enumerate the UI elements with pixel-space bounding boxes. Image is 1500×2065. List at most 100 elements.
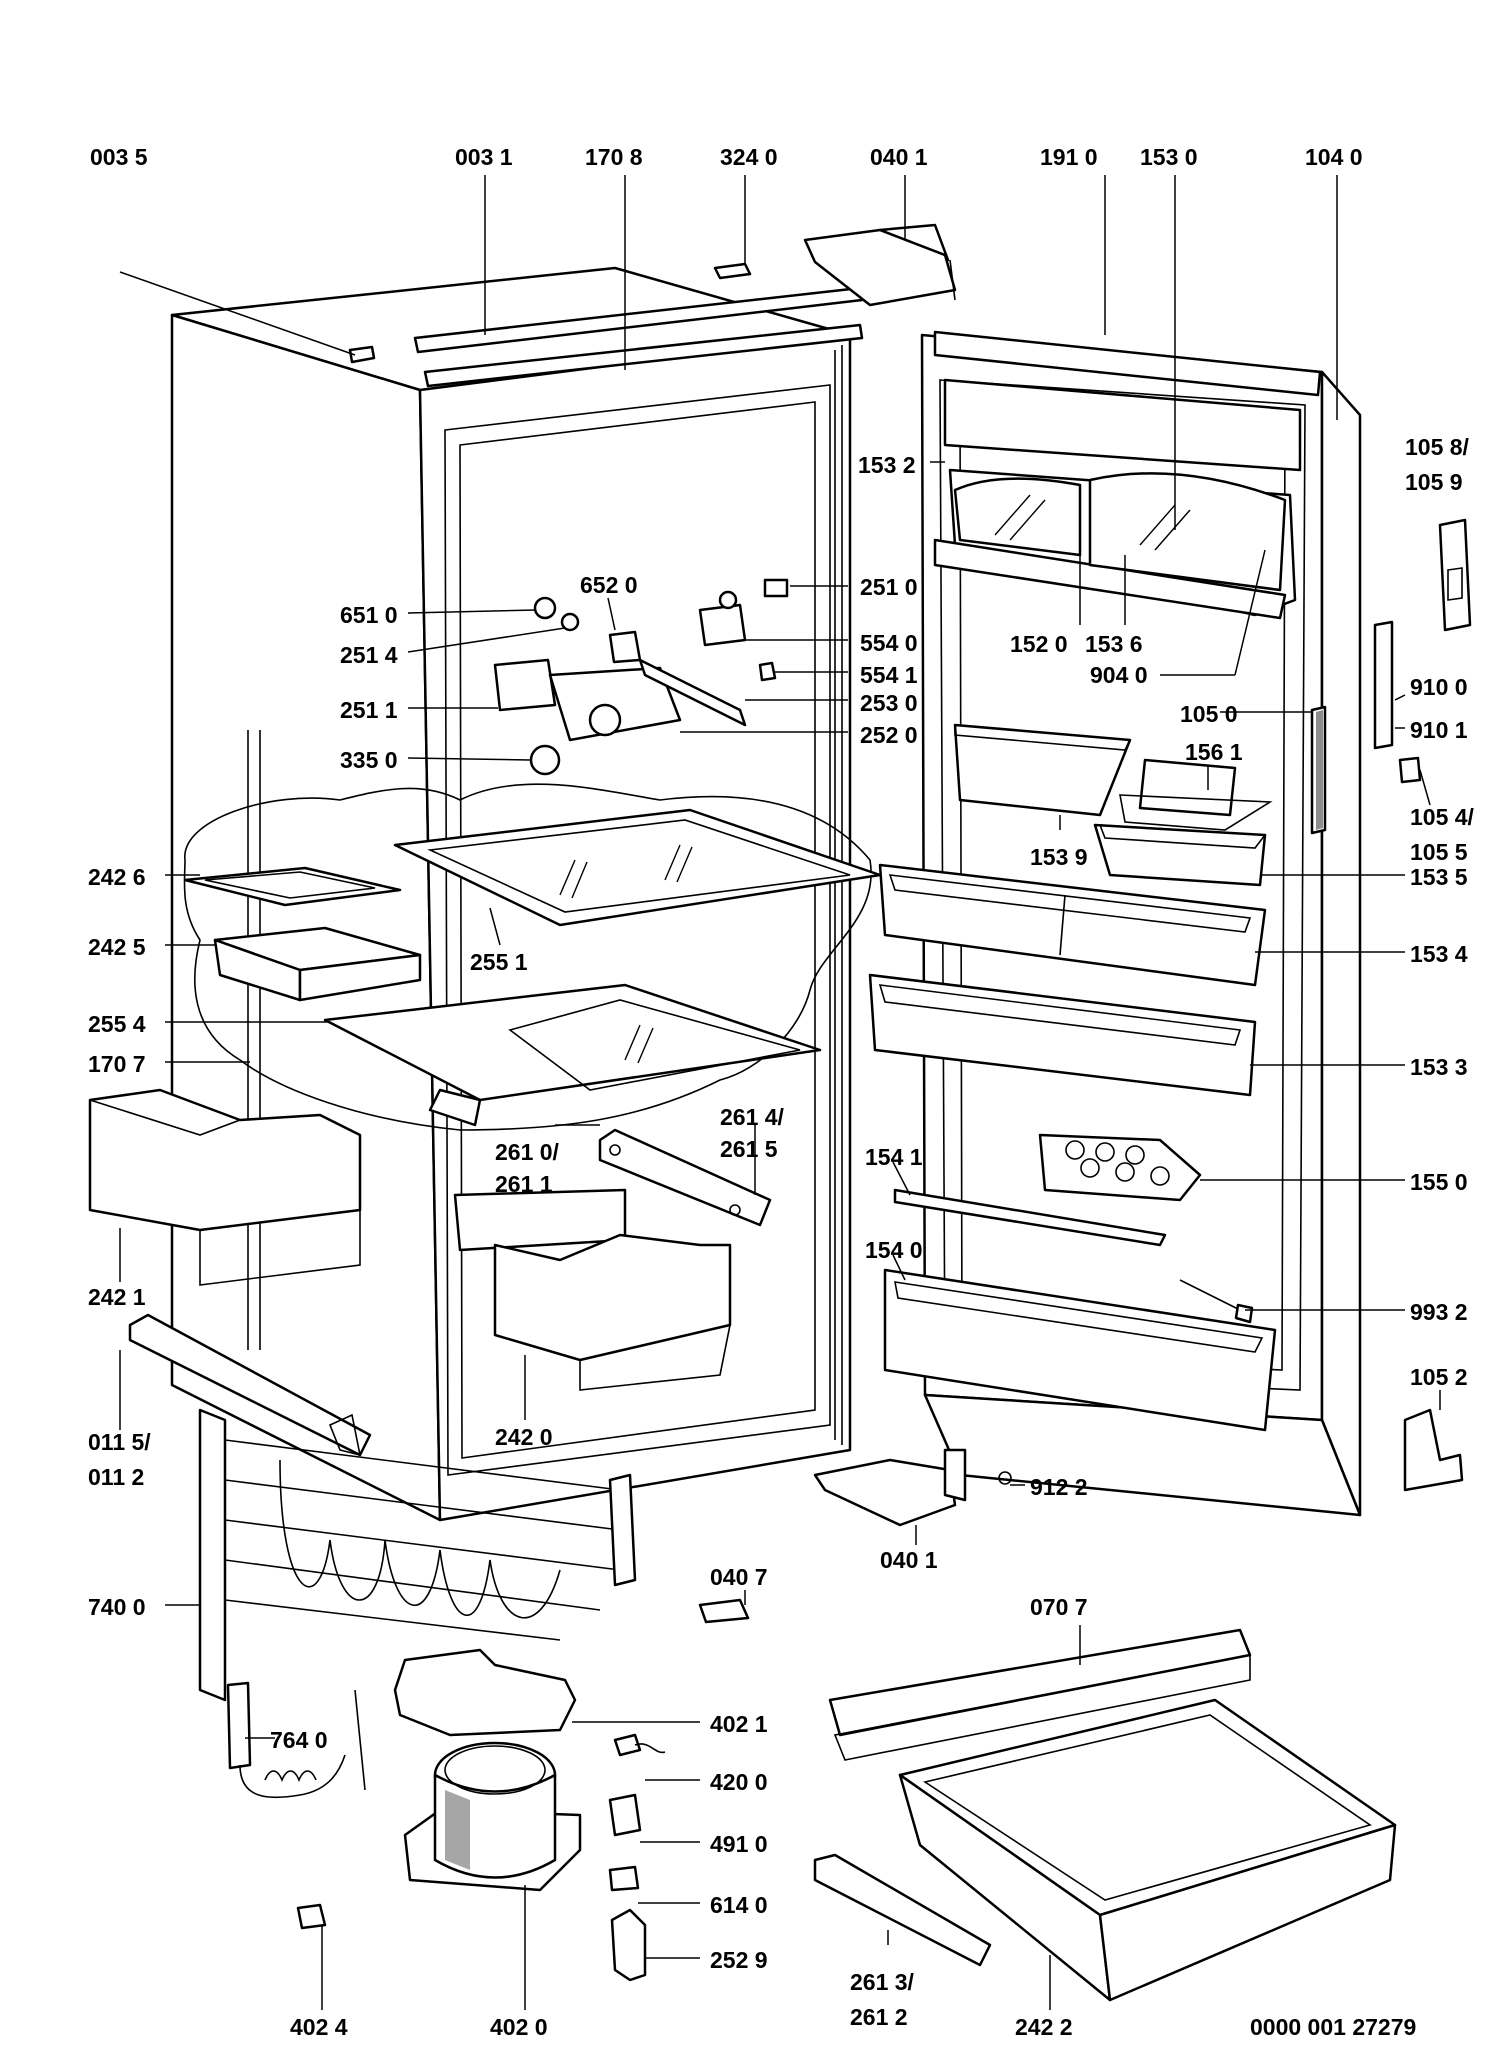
label-2422: 242 2: [1015, 2014, 1073, 2040]
shelf-callout: [183, 783, 882, 1131]
label-4024: 402 4: [290, 2014, 348, 2040]
strip-1050: [1310, 705, 1327, 835]
bin-1533: [868, 973, 1257, 1097]
label-9100: 910 0: [1410, 674, 1468, 700]
label-1707: 170 7: [88, 1051, 146, 1077]
label-5541: 554 1: [860, 662, 918, 688]
bracket-9100: [1373, 620, 1394, 750]
label-0115: 011 5/: [88, 1429, 151, 1455]
rod-2530: [638, 658, 747, 727]
clip-6140: [608, 1865, 640, 1892]
label-2511: 251 1: [340, 697, 398, 723]
hinge-top-0401: [803, 223, 957, 307]
label-2425: 242 5: [88, 934, 146, 960]
sensor-9932: [1179, 1279, 1241, 1311]
label-6140: 614 0: [710, 1892, 768, 1918]
hinge-1058: [1438, 518, 1472, 632]
bin-1534: [878, 863, 1267, 987]
label-2529: 252 9: [710, 1947, 768, 1973]
label-1535: 153 5: [1410, 864, 1468, 890]
door-boxes: [953, 723, 1273, 887]
label-0112: 011 2: [88, 1464, 144, 1490]
condenser-7400: [198, 1408, 637, 1702]
bracket-3240: [713, 262, 752, 280]
label-1561: 156 1: [1185, 739, 1243, 765]
knob-6510: [533, 596, 557, 620]
label-6510: 651 0: [340, 602, 398, 628]
label-2421: 242 1: [88, 1284, 146, 1310]
rail-2614: [598, 1128, 772, 1227]
glass-shelf-2551: [393, 808, 882, 927]
label-2610: 261 0/: [495, 1139, 560, 1165]
label-3350: 335 0: [340, 747, 398, 773]
hinge-1052: [1403, 1408, 1464, 1492]
label-1541: 154 1: [865, 1144, 923, 1170]
clip-5541: [758, 661, 777, 682]
label-5540: 554 0: [860, 630, 918, 656]
door-bins: [868, 863, 1267, 1097]
label-2420: 242 0: [495, 1424, 553, 1450]
label-7640: 764 0: [270, 1727, 328, 1753]
label-1534: 153 4: [1410, 941, 1468, 967]
part-labels: 003 5 003 1 170 8 324 0 040 1 191 0 153 …: [88, 144, 1475, 2040]
label-1058: 105 8/: [1405, 434, 1470, 460]
clip-4024: [296, 1903, 327, 1930]
label-1055: 105 5: [1410, 839, 1468, 865]
relay-4910: [608, 1793, 642, 1837]
housing-2520: [548, 666, 682, 742]
egg-tray-1550: [1038, 1133, 1202, 1202]
door-gasket-1910: [933, 330, 1322, 397]
label-2615: 261 5: [720, 1136, 778, 1162]
label-4020: 402 0: [490, 2014, 548, 2040]
label-0031: 003 1: [455, 144, 513, 170]
clip-2529: [610, 1908, 647, 1982]
crisper-2420: [453, 1188, 732, 1391]
label-1040: 104 0: [1305, 144, 1363, 170]
electrical-parts: [296, 1598, 750, 1982]
door-lower: [883, 1133, 1277, 1432]
label-0401-bottom: 040 1: [880, 1547, 938, 1573]
label-2530: 253 0: [860, 690, 918, 716]
label-9122: 912 2: [1030, 1474, 1088, 1500]
label-9932: 993 2: [1410, 1299, 1468, 1325]
label-1530: 153 0: [1140, 144, 1198, 170]
label-1539: 153 9: [1030, 844, 1088, 870]
label-2554: 255 4: [88, 1011, 146, 1037]
label-6520: 652 0: [580, 572, 638, 598]
label-1533: 153 3: [1410, 1054, 1468, 1080]
label-1059: 105 9: [1405, 469, 1463, 495]
label-1708: 170 8: [585, 144, 643, 170]
label-9101: 910 1: [1410, 717, 1468, 743]
housing-2511: [493, 658, 557, 712]
glass-shelf-2554: [323, 983, 822, 1102]
bulb-3350: [529, 744, 561, 776]
rail-2613: [813, 1853, 992, 1967]
door-flap-1530: [953, 477, 1082, 557]
label-1910: 191 0: [1040, 144, 1098, 170]
shelf-1541: [893, 1188, 1167, 1247]
part-2514: [560, 612, 580, 632]
label-2510: 251 0: [860, 574, 918, 600]
label-0035: 003 5: [90, 144, 148, 170]
label-1536: 153 6: [1085, 631, 1143, 657]
label-9040: 904 0: [1090, 662, 1148, 688]
label-1550: 155 0: [1410, 1169, 1468, 1195]
label-1050: 105 0: [1180, 701, 1238, 727]
crisper-2421: [88, 1088, 362, 1286]
label-2611: 261 1: [495, 1171, 553, 1197]
label-1520: 152 0: [1010, 631, 1068, 657]
box-1561: [1138, 758, 1237, 817]
label-0401-top: 040 1: [870, 144, 928, 170]
label-1540: 154 0: [865, 1237, 923, 1263]
rail-0115: [128, 1313, 372, 1457]
label-1054: 105 4/: [1410, 804, 1475, 830]
compressor-4020: [393, 1648, 582, 1892]
label-2514: 251 4: [340, 642, 398, 668]
label-2520: 252 0: [860, 722, 918, 748]
label-2614: 261 4/: [720, 1104, 785, 1130]
label-1532: 153 2: [858, 452, 916, 478]
label-7400: 740 0: [88, 1594, 146, 1620]
label-2426: 242 6: [88, 864, 146, 890]
label-2551: 255 1: [470, 949, 528, 975]
clip-1054: [1398, 756, 1422, 784]
